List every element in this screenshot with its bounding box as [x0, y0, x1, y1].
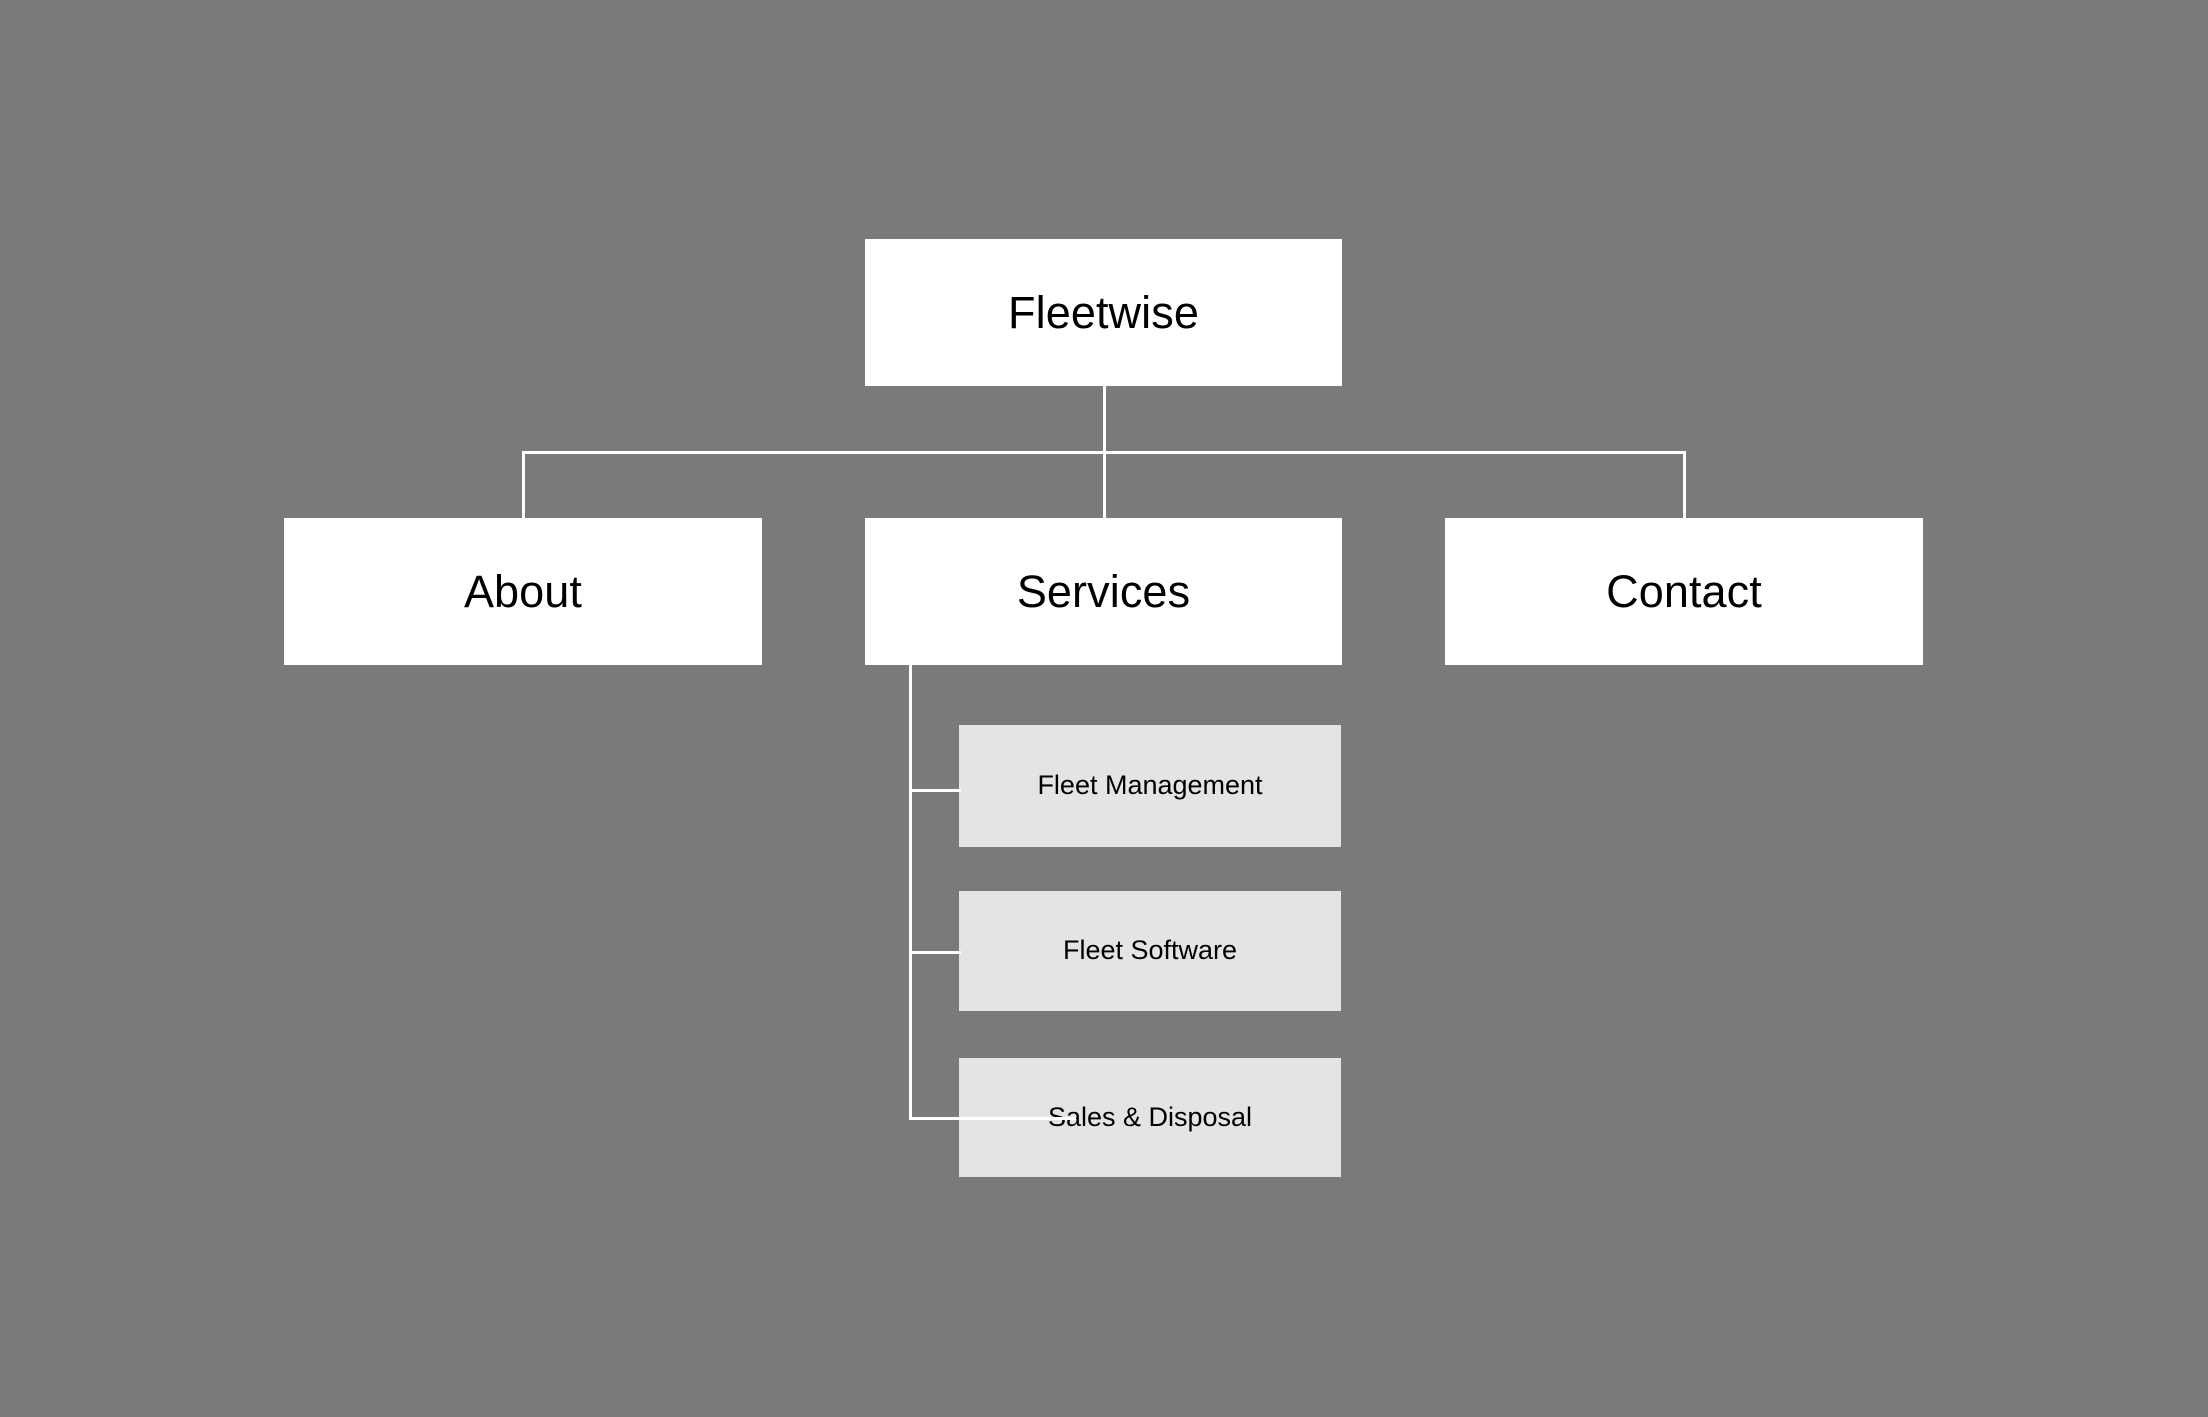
node-fleet-management-label: Fleet Management: [1037, 770, 1263, 801]
node-sales-disposal-label: Sales & Disposal: [1047, 1101, 1253, 1132]
connector-root-stem: [1103, 386, 1106, 454]
node-fleet-management[interactable]: Fleet Management: [959, 725, 1341, 847]
node-fleet-software[interactable]: Fleet Software: [959, 891, 1341, 1011]
node-fleetwise-label: Fleetwise: [1008, 286, 1199, 338]
connector-drop-services: [1103, 451, 1106, 519]
node-fleet-software-label: Fleet Software: [1062, 935, 1238, 966]
connector-services-trunk: [909, 665, 912, 1120]
node-services[interactable]: Services: [865, 518, 1342, 665]
node-contact[interactable]: Contact: [1445, 518, 1923, 665]
node-about[interactable]: About: [284, 518, 762, 665]
connector-stub-sales-disposal: [909, 1117, 1076, 1120]
connector-stub-fleet-software: [909, 951, 961, 954]
node-contact-label: Contact: [1606, 565, 1762, 617]
connector-drop-about: [522, 451, 525, 519]
connector-stub-fleet-management: [909, 789, 961, 792]
node-fleetwise[interactable]: Fleetwise: [865, 239, 1342, 386]
node-services-label: Services: [1016, 565, 1191, 617]
node-about-label: About: [463, 565, 583, 617]
connector-drop-contact: [1683, 451, 1686, 519]
